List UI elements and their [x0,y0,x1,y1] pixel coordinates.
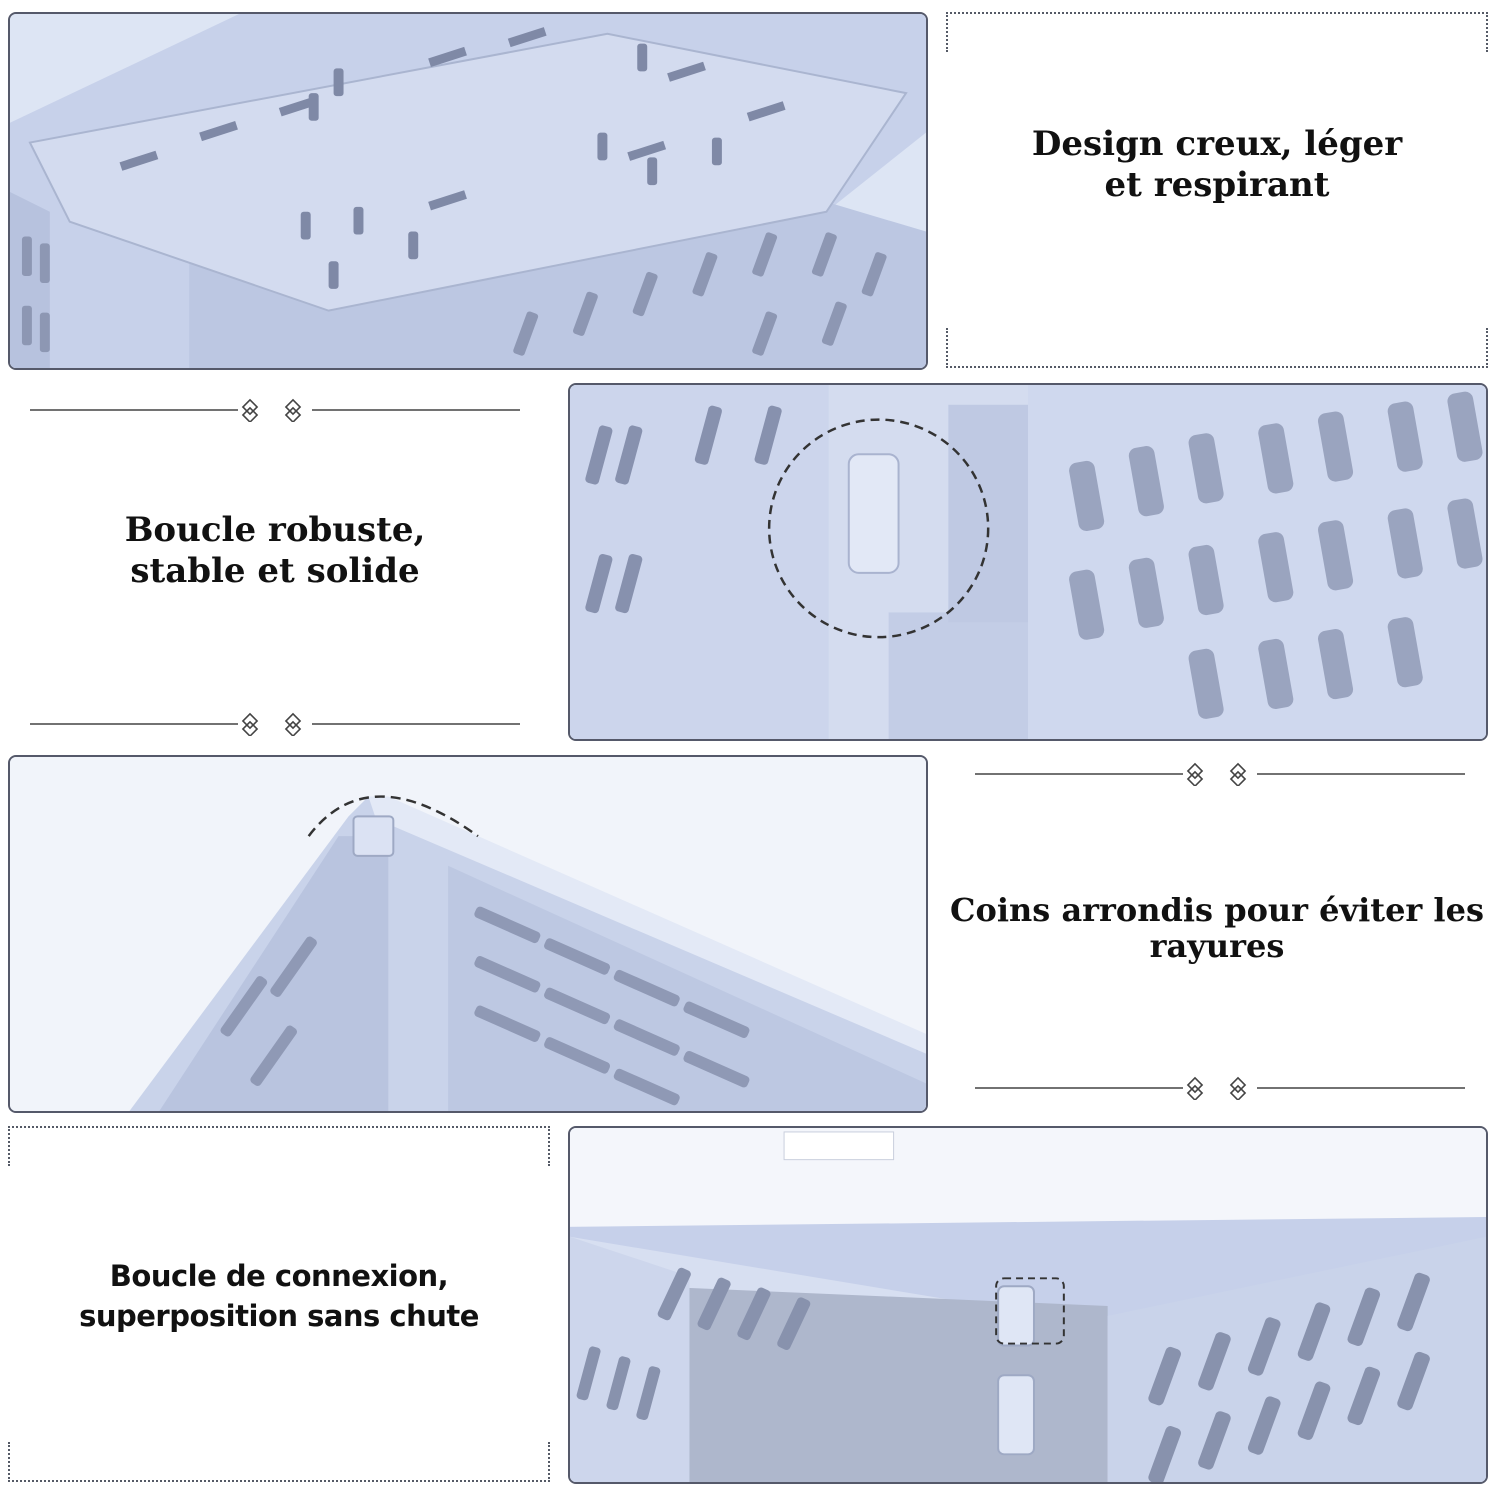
highlight-circle [767,418,990,639]
ornament-divider [30,398,520,422]
crate-stacking-photo [568,1126,1488,1484]
highlight-box [995,1277,1065,1345]
caption-line: Boucle robuste, [124,510,426,550]
crate-buckle-photo [568,383,1488,741]
feature-caption-hollow-design: Design creux, léger et respirant [960,124,1474,206]
feature-caption-rounded-corners: Coins arrondis pour éviter les rayures [950,892,1484,964]
highlight-arc [307,795,479,838]
feature-caption-sturdy-buckle: Boucle robuste, stable et solide [30,510,520,592]
crate-lid-photo [8,12,928,370]
caption-line: stable et solide [130,551,420,591]
ornament-divider [30,712,520,736]
caption-line: Design creux, léger [1031,124,1403,164]
caption-line: Boucle de connexion, [109,1259,449,1293]
caption-line: Coins arrondis pour éviter les [950,891,1484,929]
ornament-divider [975,1076,1465,1100]
crate-corner-photo [8,755,928,1113]
caption-line: et respirant [1104,165,1330,205]
caption-frame-1 [946,12,1488,368]
ornament-divider [975,762,1465,786]
caption-line: superposition sans chute [79,1299,479,1333]
caption-line: rayures [1149,927,1285,965]
diamond-knot-ornament-icon [30,712,520,736]
caption-frame-4 [8,1126,550,1482]
diamond-knot-ornament-icon [975,1076,1465,1100]
feature-caption-stacking-buckle: Boucle de connexion, superposition sans … [22,1256,536,1336]
diamond-knot-ornament-icon [975,762,1465,786]
diamond-knot-ornament-icon [30,398,520,422]
